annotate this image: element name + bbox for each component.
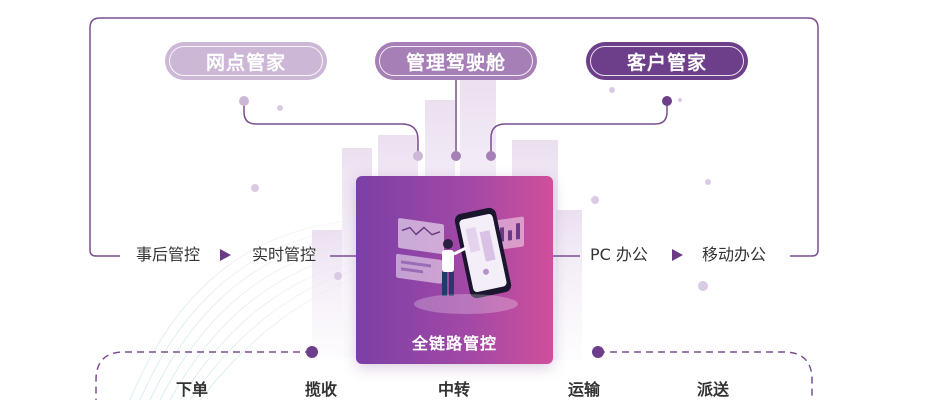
connector-lines bbox=[243, 80, 668, 156]
connector-dots bbox=[239, 96, 672, 161]
right-flow-from: PC 办公 bbox=[590, 245, 648, 264]
phone-icon bbox=[454, 207, 512, 299]
step-order: 下单 bbox=[176, 380, 209, 399]
floating-chart-panels bbox=[396, 216, 524, 284]
left-flow-arrow-icon bbox=[220, 249, 231, 261]
bottom-left-dot bbox=[306, 346, 318, 358]
bottom-right-dot bbox=[592, 346, 604, 358]
decorative-dots bbox=[251, 87, 711, 291]
full-chain-control-label: 全链路管控 bbox=[411, 334, 497, 353]
step-pickup: 揽收 bbox=[305, 380, 338, 399]
center-label-wrapper: 全链路管控 bbox=[356, 330, 553, 354]
management-cockpit-label: 管理驾驶舱 bbox=[379, 46, 533, 76]
branch-manager-label: 网点管家 bbox=[169, 46, 323, 76]
right-flow-to: 移动办公 bbox=[702, 245, 767, 264]
right-flow-arrow-icon bbox=[672, 249, 683, 261]
customer-manager-button[interactable]: 客户管家 bbox=[586, 42, 748, 80]
outer-frame-top bbox=[89, 17, 819, 257]
left-flow-to: 实时管控 bbox=[252, 245, 317, 264]
left-flow-from: 事后管控 bbox=[136, 245, 201, 264]
step-transit: 中转 bbox=[438, 380, 471, 399]
person-figure bbox=[442, 239, 467, 296]
management-cockpit-button[interactable]: 管理驾驶舱 bbox=[375, 42, 537, 80]
step-transport: 运输 bbox=[568, 380, 601, 399]
bottom-dashed-frame bbox=[95, 351, 813, 400]
decorative-arcs bbox=[129, 219, 361, 400]
branch-manager-button[interactable]: 网点管家 bbox=[165, 42, 327, 80]
platform-ellipse bbox=[414, 294, 518, 314]
step-delivery: 派送 bbox=[697, 380, 730, 399]
customer-manager-label: 客户管家 bbox=[590, 46, 744, 76]
full-chain-control-card[interactable] bbox=[356, 176, 553, 364]
mobile-dashboard-illustration bbox=[396, 207, 524, 314]
